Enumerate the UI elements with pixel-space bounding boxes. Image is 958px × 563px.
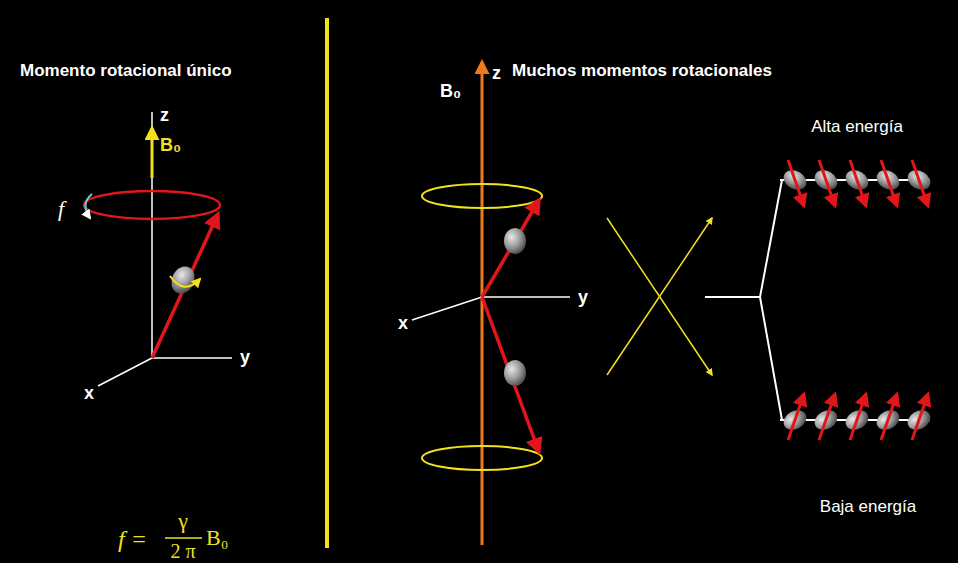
formula-field: B₀ [206,527,228,549]
energy-label: Baja energía [820,498,916,515]
frequency-label: f [58,198,64,220]
panel-heading: Muchos momentos rotacionales [512,62,772,79]
axis-label: x [84,384,94,402]
formula-text: f = [118,527,147,551]
axis-label: z [160,106,169,124]
many-spins [412,62,934,545]
formula-numerator: γ [178,510,188,532]
field-label: B₀ [160,136,181,154]
axis-label: z [492,64,501,82]
energy-label: Alta energía [811,118,903,135]
axis-label: y [578,288,588,306]
axis-label: y [240,348,250,366]
single-spin [84,112,232,538]
axis-label: x [398,314,408,332]
divider [325,18,329,548]
formula-denominator: 2 π [170,541,195,561]
panel-heading: Momento rotacional único [20,62,232,79]
field-label: B₀ [440,82,461,100]
